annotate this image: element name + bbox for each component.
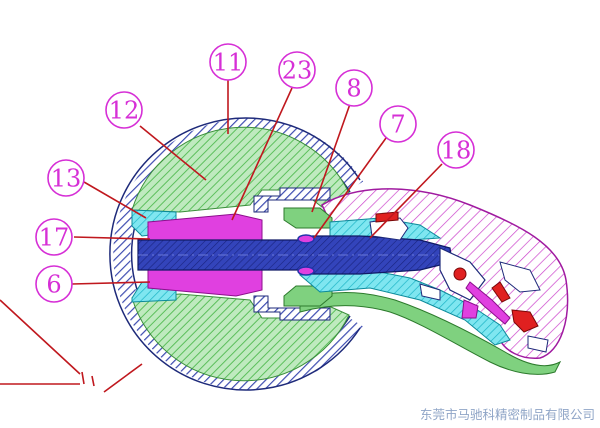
callout-6: 6 <box>35 265 73 303</box>
callout-7: 7 <box>379 105 417 143</box>
callout-11: 11 <box>209 43 247 81</box>
callout-23: 23 <box>278 51 316 89</box>
leader-23 <box>231 87 293 221</box>
callout-18-label: 18 <box>441 137 472 165</box>
callouts: 11 23 12 8 7 18 13 17 <box>35 43 475 303</box>
green-sweep <box>299 292 562 375</box>
leader-7 <box>313 137 387 239</box>
leader-12 <box>139 125 207 181</box>
leader-lines <box>0 80 443 393</box>
leader-17 <box>73 236 151 240</box>
callout-7-label: 7 <box>390 111 405 139</box>
company-watermark: 东莞市马驰科精密制品有限公司 <box>420 407 595 422</box>
callout-18: 18 <box>437 131 475 169</box>
callout-23-label: 23 <box>282 57 313 85</box>
magenta-sleeves <box>147 213 263 297</box>
leader-6 <box>71 281 151 285</box>
callout-12-label: 12 <box>109 97 140 125</box>
central-shaft <box>137 234 453 276</box>
callout-6-label: 6 <box>46 271 61 299</box>
leader-8 <box>311 103 351 213</box>
handle-mechanism <box>369 211 549 353</box>
leader-offpage <box>0 299 143 393</box>
callout-11-label: 11 <box>213 49 244 77</box>
callout-17-label: 17 <box>39 224 70 252</box>
leader-18 <box>369 163 443 239</box>
callout-8-label: 8 <box>346 75 361 103</box>
callout-12: 12 <box>105 91 143 129</box>
callout-8: 8 <box>335 69 373 107</box>
callout-13: 13 <box>47 159 85 197</box>
leader-13 <box>83 181 147 219</box>
callout-17: 17 <box>35 218 73 256</box>
callout-13-label: 13 <box>51 165 82 193</box>
